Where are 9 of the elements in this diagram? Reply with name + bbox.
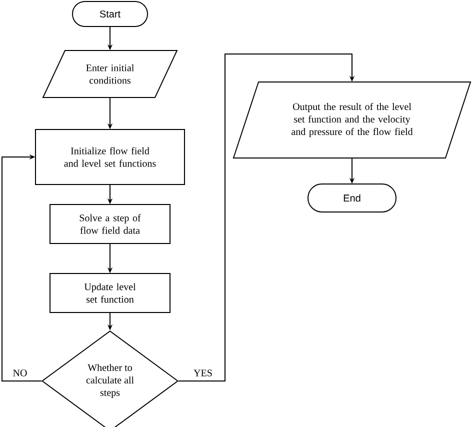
process-box: Initialize flow field and level set functions (35, 129, 185, 185)
terminal-box: Start (72, 1, 148, 27)
edge-label: NO (12, 368, 28, 378)
terminal-box: End (308, 183, 396, 212)
process-box: Solve a step of flow field data (50, 204, 170, 244)
arrow (2, 154, 42, 382)
edge-label: YES (192, 368, 214, 378)
process-box: Update level set function (50, 272, 170, 313)
arrow (178, 54, 355, 382)
